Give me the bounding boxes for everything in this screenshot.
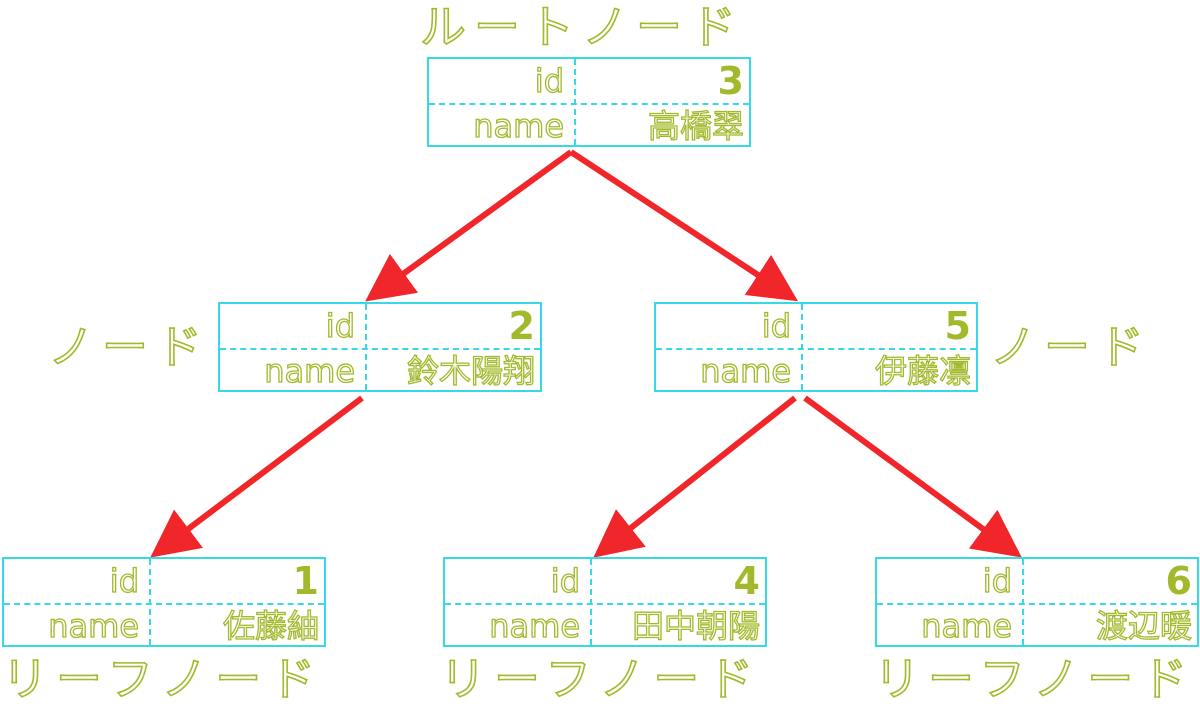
node-value-name: 高橋翠 [647,106,744,145]
node-key-id: id [325,306,356,345]
node-value-name: 田中朝陽 [631,606,760,645]
node-value-name: 伊藤凛 [874,351,971,390]
tree-node-id-2: id 2 name 鈴木陽翔 [218,302,542,392]
node-row-name: name 渡辺暖 [877,604,1197,648]
node-value-id: 3 [717,59,744,103]
node-row-name: name 伊藤凛 [656,349,976,393]
edge-5-to-6 [803,395,1022,558]
root-node-label: ルートノード [419,0,744,54]
tree-node-id-6: id 6 name 渡辺暖 [875,557,1199,647]
edge-2-to-1 [150,395,364,558]
node-label-right: ノード [989,320,1152,374]
node-key-id: id [761,306,792,345]
tree-node-id-4: id 4 name 田中朝陽 [443,557,767,647]
node-value-id: 6 [1165,559,1192,603]
tree-node-id-1: id 1 name 佐藤紬 [2,557,326,647]
node-value-name: 鈴木陽翔 [406,351,535,390]
node-key-name: name [264,351,356,390]
node-key-name: name [473,106,565,145]
leaf-node-label-3: リーフノード [873,652,1196,706]
node-row-id: id 3 [429,59,749,105]
node-value-name: 渡辺暖 [1095,606,1192,645]
node-label-left: ノード [47,320,210,374]
node-row-id: id 5 [656,304,976,350]
node-value-id: 2 [508,304,535,348]
node-divider [574,59,576,145]
tree-node-id-3: id 3 name 高橋翠 [427,57,751,147]
edge-3-to-2 [365,149,573,302]
tree-node-id-5: id 5 name 伊藤凛 [654,302,978,392]
node-divider [149,559,151,645]
node-value-name: 佐藤紬 [222,606,319,645]
node-key-name: name [48,606,140,645]
edge-5-to-4 [593,395,797,558]
node-divider [365,304,367,390]
node-key-id: id [982,561,1013,600]
node-key-name: name [700,351,792,390]
node-row-name: name 高橋翠 [429,104,749,148]
node-value-id: 4 [733,559,760,603]
node-divider [1022,559,1024,645]
node-divider [590,559,592,645]
node-divider [801,304,803,390]
node-row-id: id 4 [445,559,765,605]
node-row-id: id 6 [877,559,1197,605]
node-row-name: name 田中朝陽 [445,604,765,648]
node-value-id: 5 [944,304,971,348]
node-key-name: name [489,606,581,645]
edge-3-to-5 [569,149,799,302]
node-row-name: name 佐藤紬 [4,604,324,648]
leaf-node-label-2: リーフノード [439,652,762,706]
node-key-id: id [534,61,565,100]
node-key-name: name [921,606,1013,645]
node-key-id: id [550,561,581,600]
node-key-id: id [109,561,140,600]
node-value-id: 1 [292,559,319,603]
node-row-id: id 2 [220,304,540,350]
leaf-node-label-1: リーフノード [1,652,324,706]
node-row-name: name 鈴木陽翔 [220,349,540,393]
node-row-id: id 1 [4,559,324,605]
